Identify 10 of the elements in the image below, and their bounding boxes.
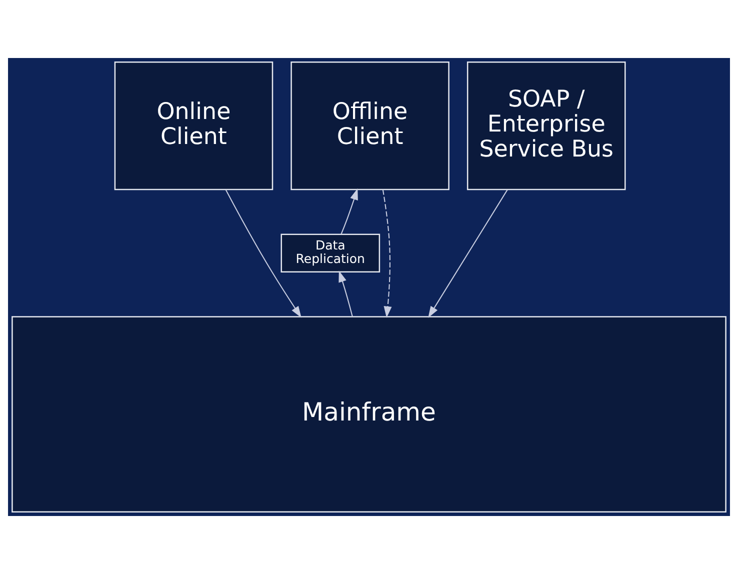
arrow — [225, 189, 302, 318]
arrow — [340, 188, 358, 234]
node-box: Online Client — [114, 61, 274, 190]
node-box: Offline Client — [290, 61, 450, 190]
node-box: SOAP / Enterprise Service Bus — [466, 61, 626, 190]
node-box: Data Replication — [280, 233, 380, 272]
node-box: Mainframe — [12, 316, 726, 512]
arrow — [382, 189, 392, 318]
arrow — [338, 270, 353, 316]
arrow — [428, 188, 508, 318]
